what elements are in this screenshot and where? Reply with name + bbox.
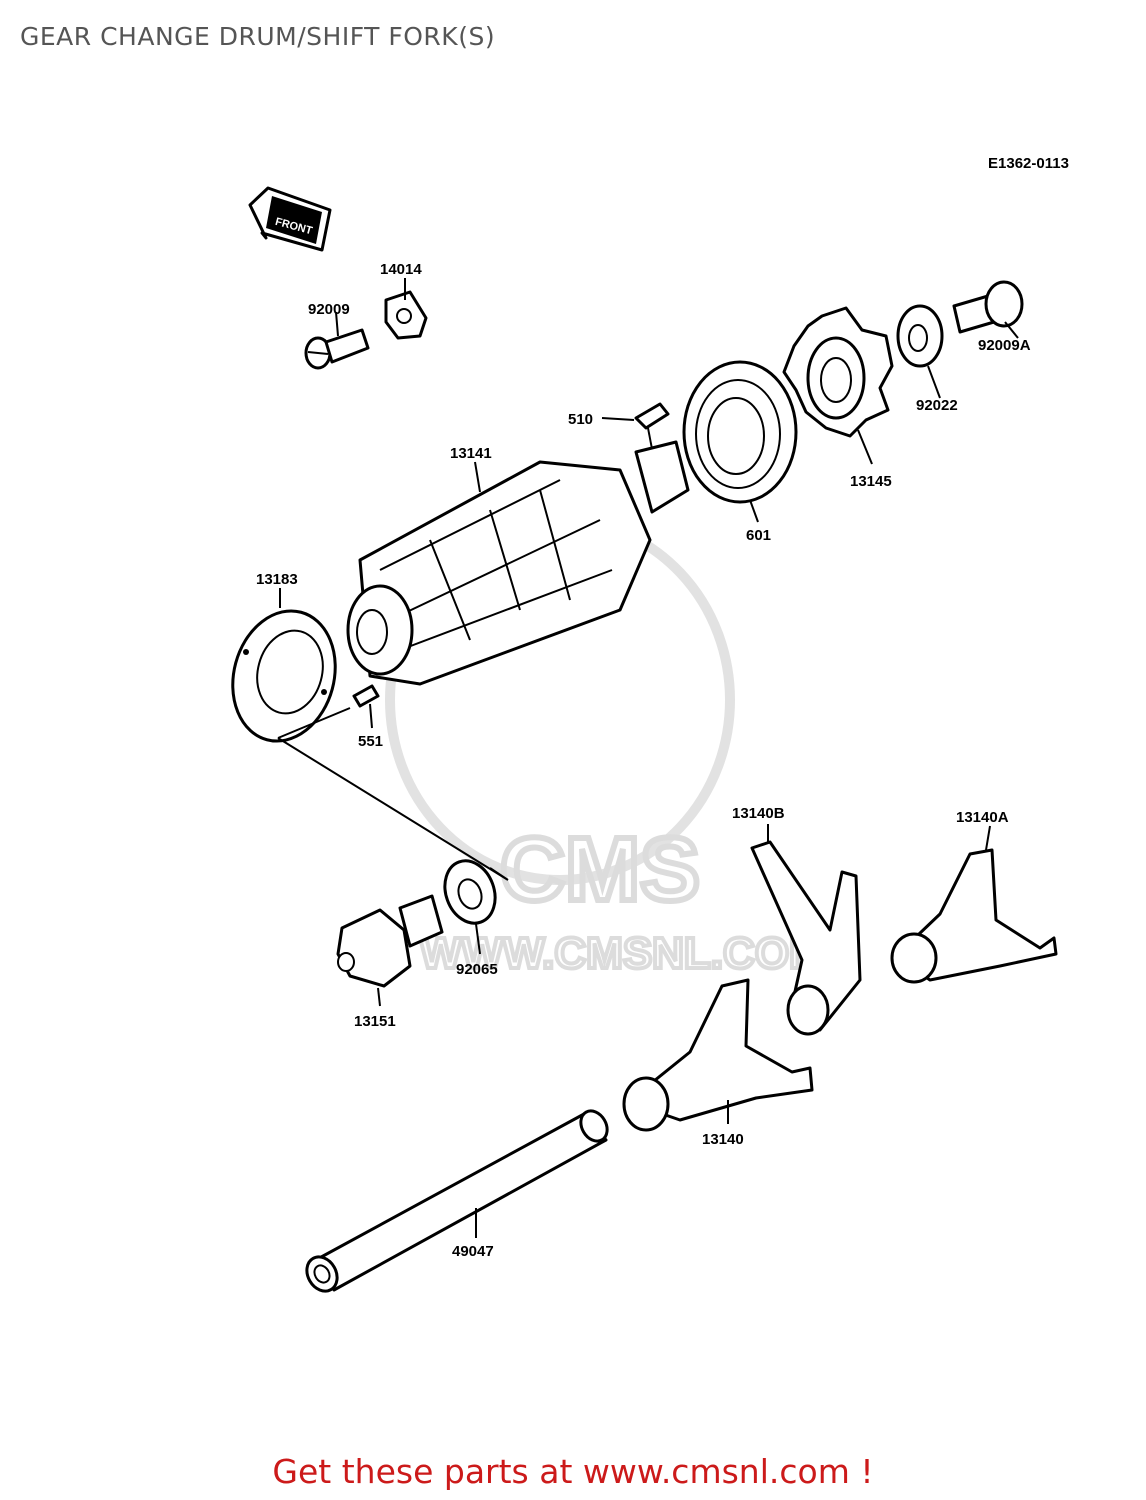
part-92022-washer [896, 304, 944, 399]
label-510: 510 [568, 411, 593, 428]
label-13140a: 13140A [956, 809, 1009, 826]
part-49047-shaft [305, 1109, 609, 1293]
front-arrow-icon: FRONT [248, 186, 332, 252]
promo-link[interactable]: Get these parts at www.cmsnl.com ! [272, 1452, 874, 1491]
diagram-code: E1362-0113 [988, 155, 1069, 172]
label-92022: 92022 [916, 397, 958, 414]
label-14014: 14014 [380, 261, 422, 278]
watermark-brand: CMS [500, 820, 700, 920]
label-13140: 13140 [702, 1131, 744, 1148]
label-13151: 13151 [354, 1013, 396, 1030]
part-601-bearing [682, 360, 798, 523]
label-551: 551 [358, 733, 383, 750]
label-49047: 49047 [452, 1243, 494, 1260]
label-13145: 13145 [850, 473, 892, 490]
label-92009a: 92009A [978, 337, 1031, 354]
page-title: GEAR CHANGE DRUM/SHIFT FORK(S) [20, 22, 496, 51]
part-13151-neutral-switch [336, 894, 444, 1007]
part-551-pin [352, 684, 380, 729]
part-13141-shift-drum [346, 440, 690, 686]
watermark: CMS WWW.CMSNL.COM [385, 515, 828, 980]
part-13183-plate [231, 588, 337, 743]
part-13140a-fork [890, 825, 1058, 984]
label-13140b: 13140B [732, 805, 785, 822]
label-13183: 13183 [256, 571, 298, 588]
part-13145-cam [782, 306, 894, 465]
part-13140b-fork [750, 824, 862, 1036]
label-92065: 92065 [456, 961, 498, 978]
label-92009: 92009 [308, 301, 350, 318]
assembly-guide-line [277, 707, 509, 881]
part-13140-fork [622, 978, 814, 1132]
part-92065-washer [443, 859, 497, 955]
part-92009-screw [304, 311, 370, 370]
label-13141: 13141 [450, 445, 492, 462]
part-14014-bracket [384, 278, 428, 340]
watermark-url: WWW.CMSNL.COM [420, 929, 826, 978]
part-92009a-bolt [952, 280, 1024, 339]
label-601: 601 [746, 527, 771, 544]
